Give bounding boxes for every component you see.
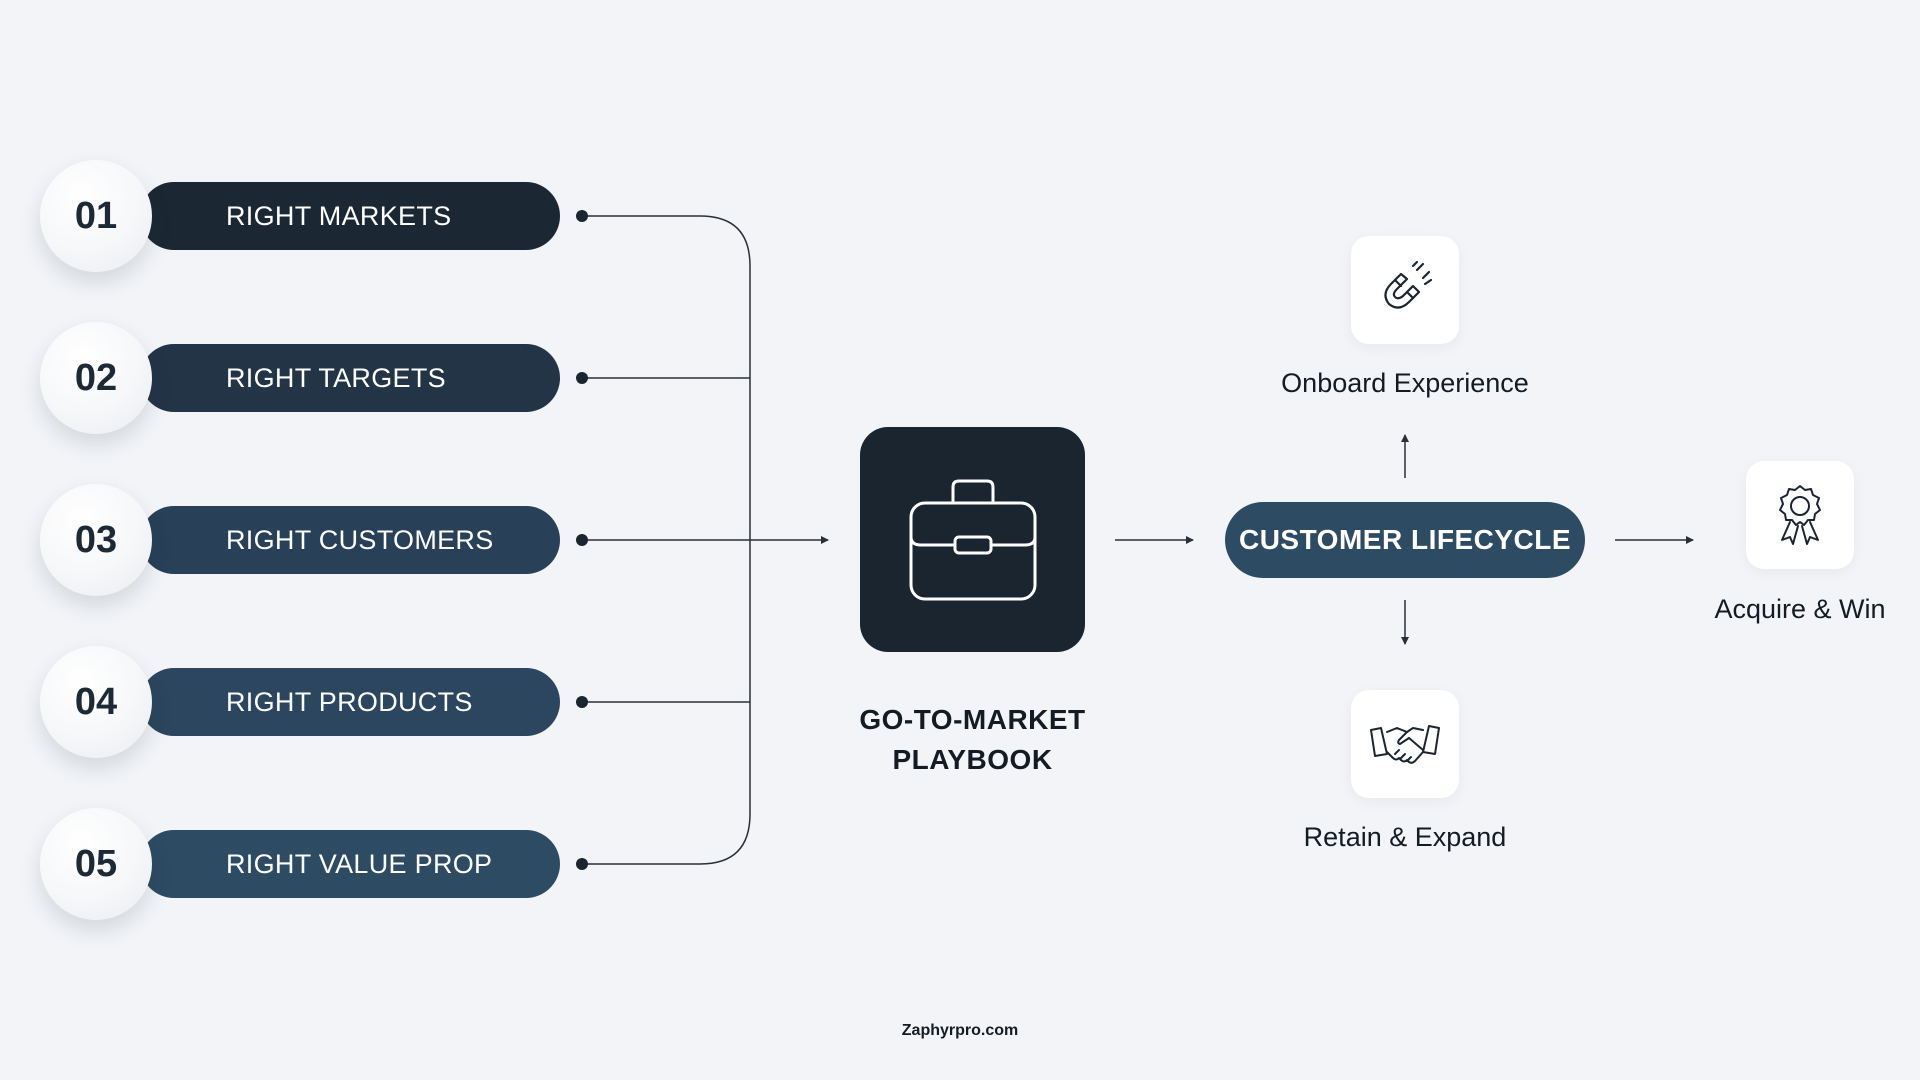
playbook-title: GO-TO-MARKET PLAYBOOK	[820, 700, 1125, 780]
retain-label: Retain & Expand	[1303, 822, 1507, 852]
pillar-products: RIGHT PRODUCTS 04	[40, 646, 588, 758]
pillar-targets: RIGHT TARGETS 02	[40, 322, 588, 434]
pillar-label: RIGHT TARGETS	[226, 362, 446, 393]
pillar-number: 01	[40, 160, 152, 272]
connector-value-prop	[582, 540, 751, 865]
pillar-label: RIGHT MARKETS	[226, 200, 452, 231]
onboard-label: Onboard Experience	[1281, 368, 1529, 398]
acquire-label: Acquire & Win	[1714, 594, 1886, 624]
lifecycle-label: CUSTOMER LIFECYCLE	[1238, 524, 1572, 555]
pillar-customers: RIGHT CUSTOMERS 03	[40, 484, 588, 596]
playbook-title-line1: GO-TO-MARKET	[859, 704, 1086, 735]
pillar-markets: RIGHT MARKETS 01	[40, 160, 588, 272]
connector-dot	[576, 858, 588, 870]
customer-lifecycle-pill: CUSTOMER LIFECYCLE	[1225, 502, 1585, 578]
pillar-label-pill: RIGHT PRODUCTS	[140, 668, 560, 736]
pillar-number: 02	[40, 322, 152, 434]
pillar-number: 04	[40, 646, 152, 758]
pillar-label: RIGHT PRODUCTS	[226, 686, 473, 717]
pillar-label-pill: RIGHT MARKETS	[140, 182, 560, 250]
briefcase-icon	[909, 479, 1036, 600]
pillar-label-pill: RIGHT CUSTOMERS	[140, 506, 560, 574]
magnet-icon	[1384, 260, 1433, 309]
connector-markets	[582, 215, 751, 540]
connector-dot	[576, 210, 588, 222]
acquire-icon-card	[1746, 461, 1854, 569]
onboard-icon-card	[1351, 236, 1459, 344]
pillar-value-prop: RIGHT VALUE PROP 05	[40, 808, 588, 920]
pillar-number: 03	[40, 484, 152, 596]
connector-dot	[576, 372, 588, 384]
handshake-icon	[1370, 725, 1440, 764]
pillar-label: RIGHT VALUE PROP	[226, 848, 493, 879]
pillar-label-pill: RIGHT TARGETS	[140, 344, 560, 412]
pillar-label: RIGHT CUSTOMERS	[226, 524, 494, 555]
playbook-title-line2: PLAYBOOK	[892, 744, 1053, 775]
connector-dot	[576, 534, 588, 546]
playbook-card	[860, 427, 1085, 652]
pillar-label-pill: RIGHT VALUE PROP	[140, 830, 560, 898]
connector-dot	[576, 696, 588, 708]
footer-site-label: Zaphyrpro.com	[901, 1022, 1019, 1039]
pillar-number: 05	[40, 808, 152, 920]
retain-icon-card	[1351, 690, 1459, 798]
award-badge-icon	[1779, 485, 1821, 545]
